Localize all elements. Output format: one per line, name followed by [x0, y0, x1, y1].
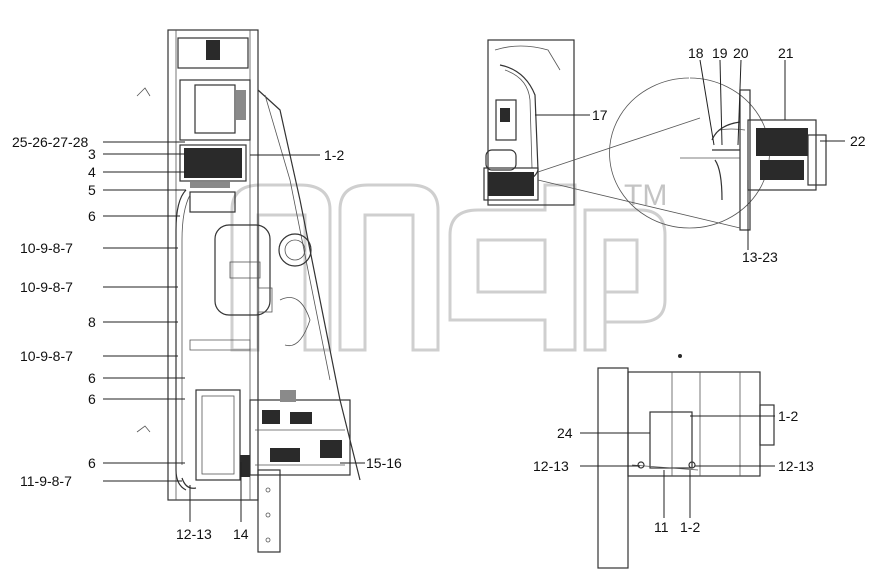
label-6c: 6 — [88, 391, 96, 407]
label-1b: 1-2 — [778, 408, 798, 424]
label-15: 15-16 — [366, 455, 402, 471]
label-22: 22 — [850, 133, 866, 149]
label-10c: 10-9-8-7 — [20, 348, 73, 364]
small-mark — [136, 425, 151, 433]
label-6d: 6 — [88, 455, 96, 471]
small-mark — [136, 87, 151, 97]
label-14: 14 — [233, 526, 249, 542]
label-13-23: 13-23 — [742, 249, 778, 265]
label-10a: 10-9-8-7 — [20, 240, 73, 256]
label-5: 5 — [88, 182, 96, 198]
label-18: 18 — [688, 45, 704, 61]
label-24: 24 — [557, 425, 573, 441]
label-1a: 1-2 — [324, 147, 344, 163]
label-10b: 10-9-8-7 — [20, 279, 73, 295]
battery-inset — [597, 354, 775, 569]
label-12c: 12-13 — [778, 458, 814, 474]
label-3: 3 — [88, 146, 96, 162]
label-25-28: 25-26-27-28 — [12, 134, 88, 150]
part-labels: 25-26-27-28 3 4 5 6 10-9-8-7 10-9-8-7 8 … — [12, 45, 866, 542]
left-assembly — [167, 29, 361, 553]
label-19: 19 — [712, 45, 728, 61]
label-17: 17 — [592, 107, 608, 123]
label-6b: 6 — [88, 370, 96, 386]
label-6a: 6 — [88, 208, 96, 224]
label-21: 21 — [778, 45, 794, 61]
label-11b: 11 — [654, 519, 669, 535]
label-8: 8 — [88, 314, 96, 330]
label-4: 4 — [88, 164, 96, 180]
trademark-text: TM — [624, 179, 667, 212]
detail-inset — [537, 77, 827, 231]
label-12a: 12-13 — [176, 526, 212, 542]
label-11: 11-9-8-7 — [20, 473, 72, 489]
watermark-logo: TM — [230, 179, 667, 352]
label-20: 20 — [733, 45, 749, 61]
cab-inset — [483, 39, 575, 206]
label-12b: 12-13 — [533, 458, 569, 474]
leader-lines — [103, 59, 845, 522]
label-1c: 1-2 — [680, 519, 700, 535]
